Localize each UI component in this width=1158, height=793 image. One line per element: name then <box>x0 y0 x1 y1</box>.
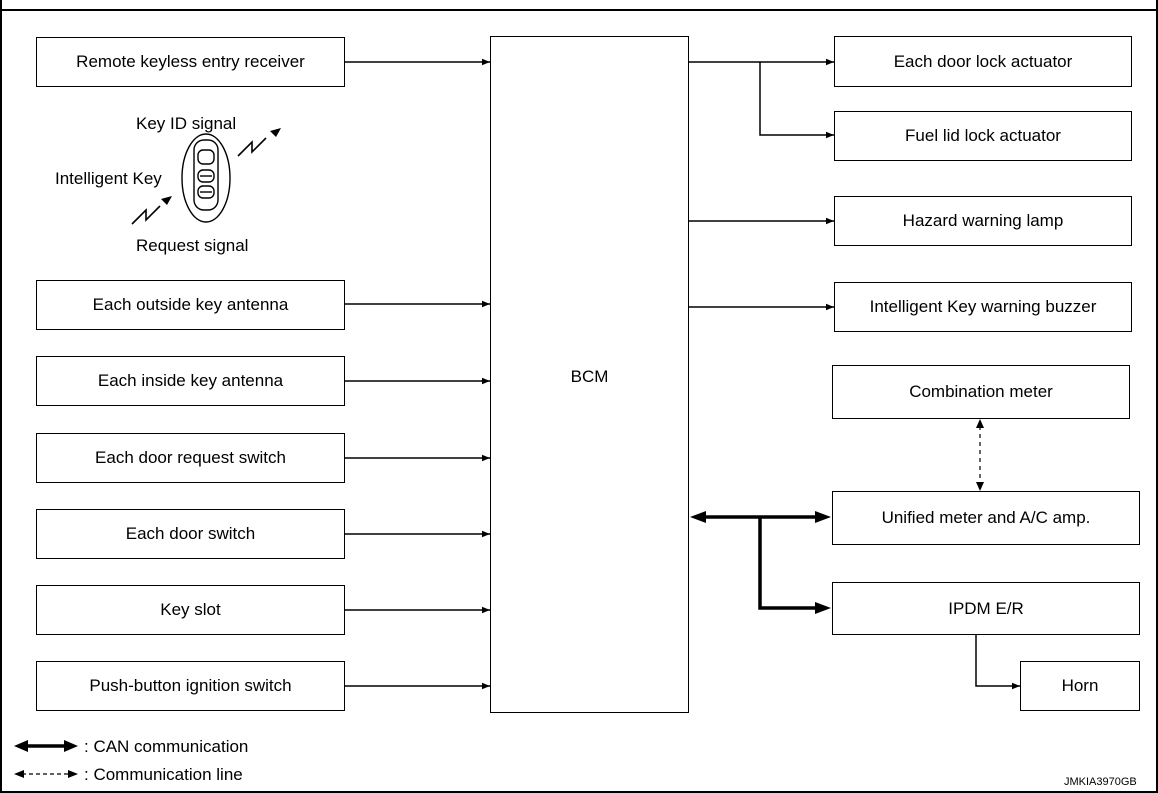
box-bcm: BCM <box>490 36 689 713</box>
box-horn: Horn <box>1020 661 1140 711</box>
box-combination-meter: Combination meter <box>832 365 1130 419</box>
box-label: Combination meter <box>909 382 1053 401</box>
box-intelligent-key-warning-buzzer: Intelligent Key warning buzzer <box>834 282 1132 332</box>
box-each-door-request-switch: Each door request switch <box>36 433 345 483</box>
box-unified-meter-ac-amp: Unified meter and A/C amp. <box>832 491 1140 545</box>
box-key-slot: Key slot <box>36 585 345 635</box>
box-each-door-lock-actuator: Each door lock actuator <box>834 36 1132 87</box>
box-label: Unified meter and A/C amp. <box>881 508 1091 527</box>
arrow-fuel-lid <box>759 62 834 139</box>
legend-comm-line-label: : Communication line <box>84 765 243 784</box>
box-label: Horn <box>1061 676 1099 695</box>
box-label: IPDM E/R <box>948 598 1024 618</box>
box-label: Each door lock actuator <box>893 51 1073 71</box>
request-signal-icon <box>131 205 161 225</box>
legend-can-label: : CAN communication <box>84 737 249 756</box>
box-each-door-switch: Each door switch <box>36 509 345 559</box>
can-line-ipdm <box>758 517 818 610</box>
key-id-signal-icon <box>237 137 267 157</box>
box-remote-keyless-entry-receiver: Remote keyless entry receiver <box>36 37 345 87</box>
box-label: Fuel lid lock actuator <box>905 126 1061 145</box>
key-id-signal-arrowhead <box>270 128 281 137</box>
box-label: Each outside key antenna <box>92 295 289 314</box>
box-fuel-lid-lock-actuator: Fuel lid lock actuator <box>834 111 1132 161</box>
box-label: Key slot <box>160 600 221 619</box>
box-label: Each door switch <box>125 524 256 543</box>
box-hazard-warning-lamp: Hazard warning lamp <box>834 196 1132 246</box>
box-label: Each door request switch <box>95 448 286 467</box>
can-arrowhead-unified <box>815 511 831 523</box>
box-label: Remote keyless entry receiver <box>76 52 305 71</box>
box-label: Each inside key antenna <box>97 371 284 390</box>
box-label: Push-button ignition switch <box>89 676 292 695</box>
bcm-label: BCM <box>570 367 609 386</box>
arrow-horn <box>975 635 1020 690</box>
can-arrowhead-ipdm <box>815 602 831 614</box>
can-arrowhead-bcm <box>690 511 706 523</box>
comm-arrowhead-down <box>976 482 984 491</box>
key-id-signal-label: Key ID signal <box>136 114 237 133</box>
figure-code: JMKIA3970GB <box>1064 776 1137 788</box>
box-each-inside-key-antenna: Each inside key antenna <box>36 356 345 406</box>
box-ipdm-er: IPDM E/R <box>832 582 1140 635</box>
box-label: Hazard warning lamp <box>902 211 1064 230</box>
box-each-outside-key-antenna: Each outside key antenna <box>36 280 345 330</box>
comm-arrowhead-up <box>976 419 984 428</box>
request-signal-label: Request signal <box>136 236 249 255</box>
intelligent-key-label: Intelligent Key <box>55 169 162 188</box>
request-signal-arrowhead <box>161 196 172 205</box>
box-push-button-ignition-switch: Push-button ignition switch <box>36 661 345 711</box>
legend-symbols <box>14 740 78 778</box>
box-label: Intelligent Key warning buzzer <box>869 297 1097 316</box>
intelligent-key-icon <box>181 133 231 223</box>
